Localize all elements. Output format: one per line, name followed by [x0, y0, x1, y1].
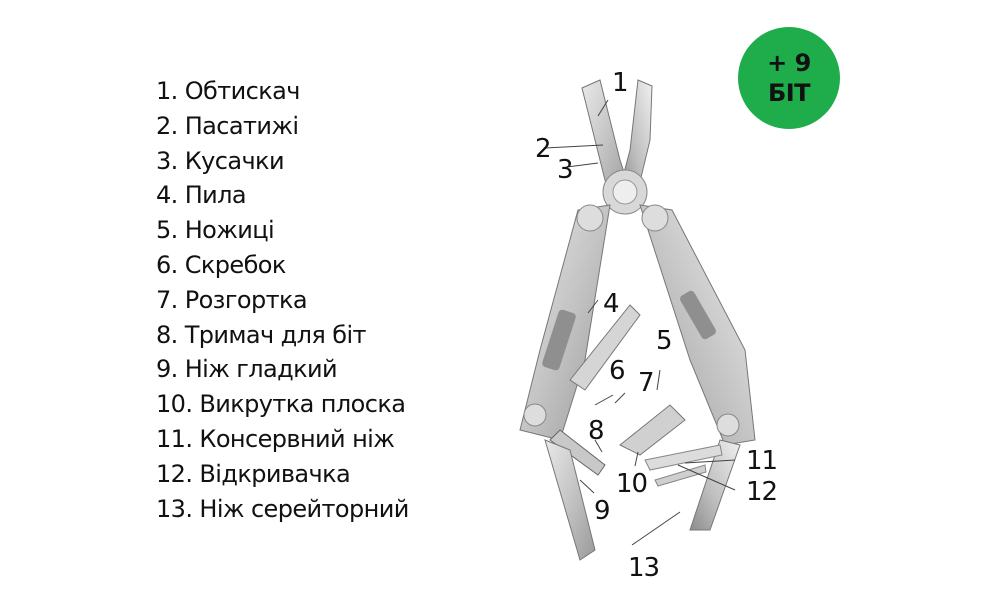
- tool-legend-list: 1. Обтискач 2. Пасатижі 3. Кусачки 4. Пи…: [156, 74, 409, 526]
- legend-item: 12. Відкривачка: [156, 459, 351, 488]
- legend-item: 9. Ніж гладкий: [156, 355, 338, 384]
- badge-count: + 9: [767, 49, 811, 77]
- legend-item: 5. Ножиці: [156, 216, 275, 245]
- legend-item: 10. Викрутка плоска: [156, 390, 406, 419]
- callout-9: 9: [594, 496, 611, 526]
- legend-item: 6. Скребок: [156, 250, 286, 279]
- legend-item: 2. Пасатижі: [156, 111, 299, 140]
- legend-item: 4. Пила: [156, 181, 247, 210]
- callout-10: 10: [616, 469, 648, 499]
- legend-item: 13. Ніж серейторний: [156, 494, 409, 523]
- callout-4: 4: [603, 289, 620, 319]
- legend-item: 7. Розгортка: [156, 285, 308, 314]
- badge-label: БІТ: [767, 79, 811, 107]
- callout-12: 12: [746, 477, 778, 507]
- callout-5: 5: [656, 326, 673, 356]
- callout-8: 8: [588, 416, 605, 446]
- callout-2: 2: [535, 134, 552, 164]
- multitool-image: [519, 79, 756, 561]
- callout-6: 6: [609, 356, 626, 386]
- legend-item: 8. Тримач для біт: [156, 320, 366, 349]
- callout-11: 11: [746, 446, 778, 476]
- bits-badge: + 9 БІТ: [738, 27, 840, 129]
- legend-item: 11. Консервний ніж: [156, 424, 395, 453]
- callout-7: 7: [638, 368, 655, 398]
- callout-13: 13: [628, 553, 660, 583]
- callout-1: 1: [612, 68, 629, 98]
- callout-3: 3: [557, 155, 574, 185]
- legend-item: 1. Обтискач: [156, 77, 300, 105]
- legend-item: 3. Кусачки: [156, 146, 285, 175]
